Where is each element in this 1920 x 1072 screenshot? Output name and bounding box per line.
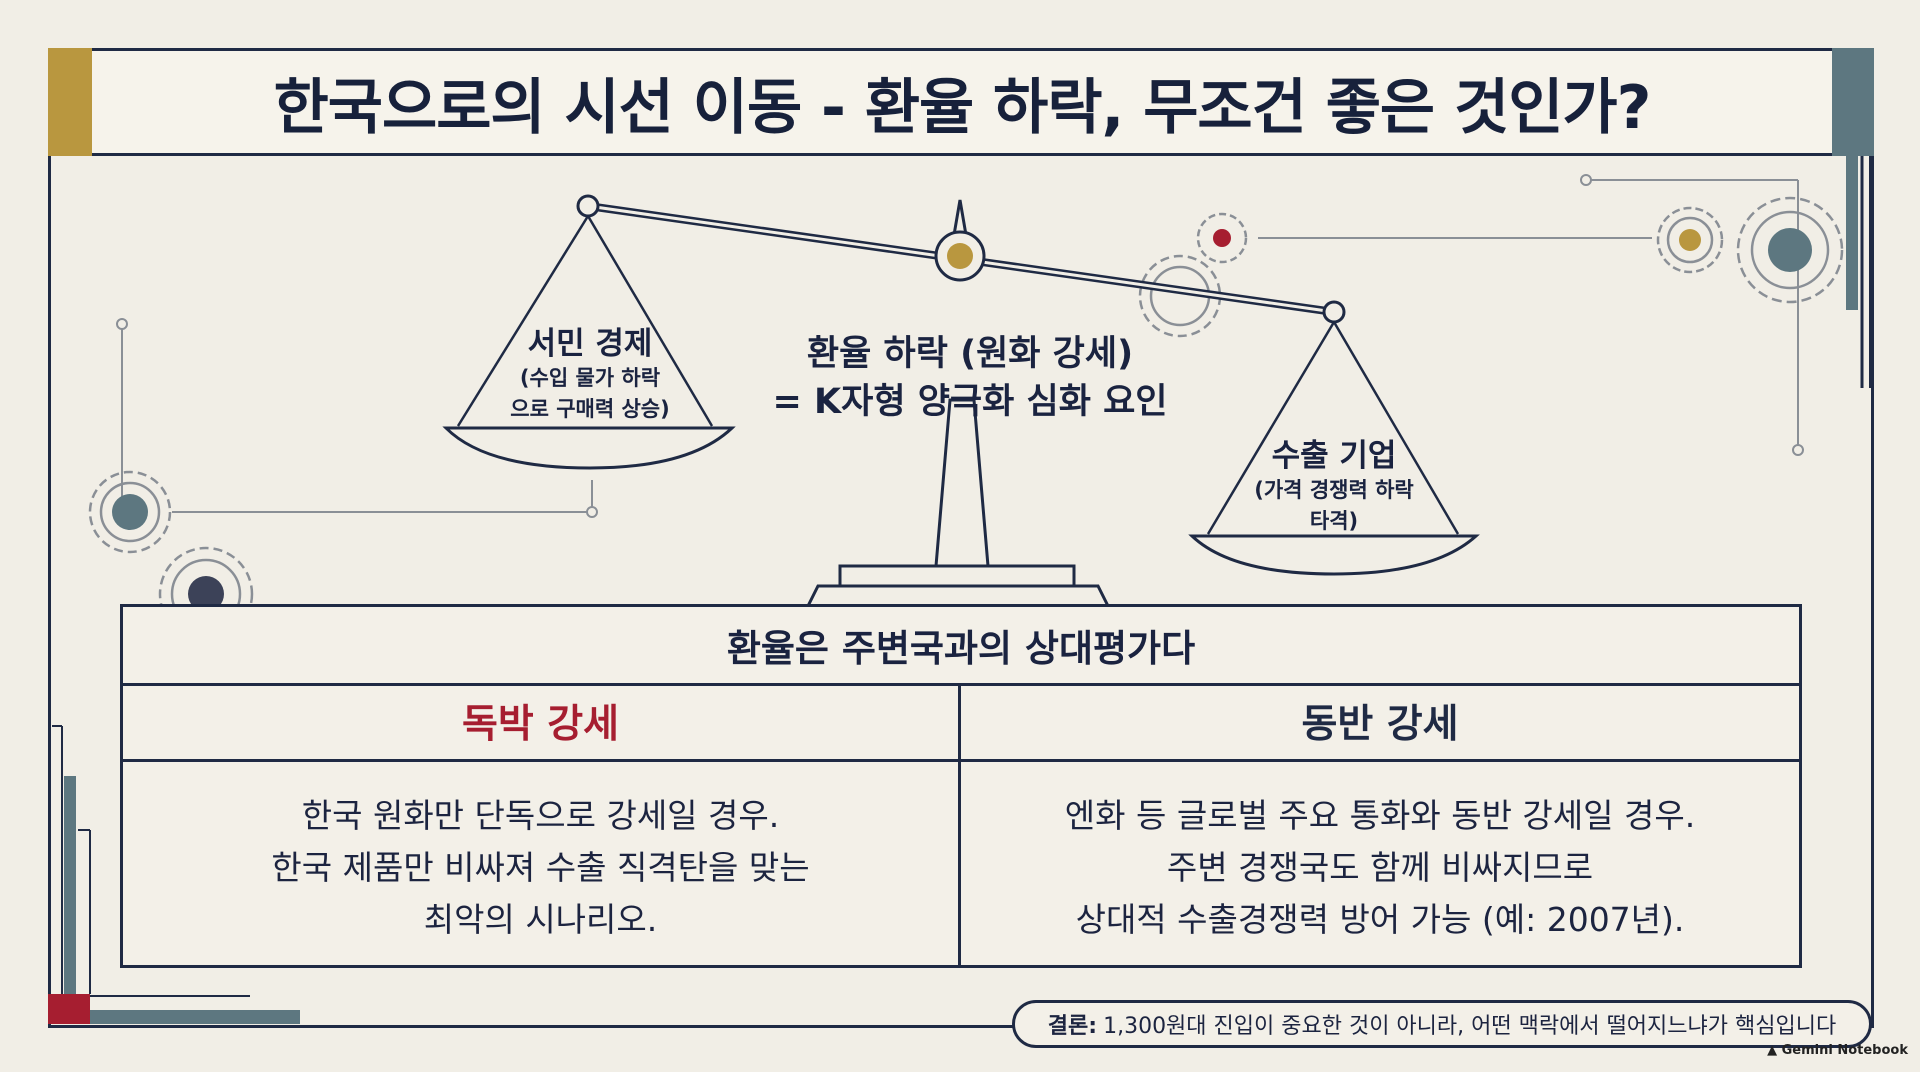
scale-caption-line1: 환율 하락 (원화 강세) — [806, 334, 1134, 374]
body-line: 상대적 수출경쟁력 방어 가능 (예: 2007년). — [1075, 900, 1685, 939]
body-line: 최악의 시나리오. — [423, 900, 658, 939]
conclusion-label: 결론: — [1047, 1014, 1098, 1039]
left-pan-sub1: (수입 물가 하락 — [519, 366, 661, 390]
column-title-joint-strength: 동반 강세 — [961, 683, 1799, 762]
left-pan-title: 서민 경제 — [527, 326, 653, 362]
right-pan-sub1: (가격 경쟁력 하락 — [1254, 478, 1414, 502]
comparison-table: 환율은 주변국과의 상대평가다 독박 강세 한국 원화만 단독으로 강세일 경우… — [120, 604, 1802, 968]
table-column-solo-strength: 독박 강세 한국 원화만 단독으로 강세일 경우. 한국 제품만 비싸져 수출 … — [123, 683, 961, 965]
body-line: 주변 경쟁국도 함께 비싸지므로 — [1166, 848, 1594, 887]
title-accent-slate — [1832, 48, 1874, 156]
table-column-joint-strength: 동반 강세 엔화 등 글로벌 주요 통화와 동반 강세일 경우. 주변 경쟁국도… — [961, 683, 1799, 965]
right-pan-label: 수출 기업 (가격 경쟁력 하락 타격) — [1234, 430, 1434, 537]
watermark: ▲ Gemini Notebook — [1767, 1043, 1908, 1058]
page-title: 한국으로의 시선 이동 - 환율 하락, 무조건 좋은 것인가? — [273, 72, 1652, 143]
scale-caption-line2: = K자형 양극화 심화 요인 — [772, 382, 1168, 422]
scale-caption: 환율 하락 (원화 강세) = K자형 양극화 심화 요인 — [740, 330, 1200, 426]
watermark-text: Gemini Notebook — [1781, 1043, 1908, 1058]
right-pan-title: 수출 기업 — [1271, 438, 1397, 474]
title-accent-gold — [48, 48, 92, 156]
title-bar — [48, 48, 1874, 156]
table-header: 환율은 주변국과의 상대평가다 — [123, 607, 1799, 686]
left-pan-sub2: 으로 구매력 상승) — [510, 397, 670, 421]
conclusion-text: 1,300원대 진입이 중요한 것이 아니라, 어떤 맥락에서 떨어지느냐가 핵… — [1103, 1014, 1837, 1039]
left-pan-label: 서민 경제 (수입 물가 하락 으로 구매력 상승) — [490, 318, 690, 425]
body-line: 한국 원화만 단독으로 강세일 경우. — [301, 796, 780, 835]
notebook-icon: ▲ — [1767, 1043, 1778, 1058]
body-line: 엔화 등 글로벌 주요 통화와 동반 강세일 경우. — [1064, 796, 1696, 835]
column-title-solo-strength: 독박 강세 — [123, 683, 958, 762]
body-line: 한국 제품만 비싸져 수출 직격탄을 맞는 — [271, 848, 810, 887]
column-body-solo-strength: 한국 원화만 단독으로 강세일 경우. 한국 제품만 비싸져 수출 직격탄을 맞… — [123, 762, 958, 946]
conclusion-banner: 결론: 1,300원대 진입이 중요한 것이 아니라, 어떤 맥락에서 떨어지느… — [1012, 1000, 1872, 1048]
right-pan-sub2: 타격) — [1309, 509, 1359, 533]
column-body-joint-strength: 엔화 등 글로벌 주요 통화와 동반 강세일 경우. 주변 경쟁국도 함께 비싸… — [961, 762, 1799, 946]
